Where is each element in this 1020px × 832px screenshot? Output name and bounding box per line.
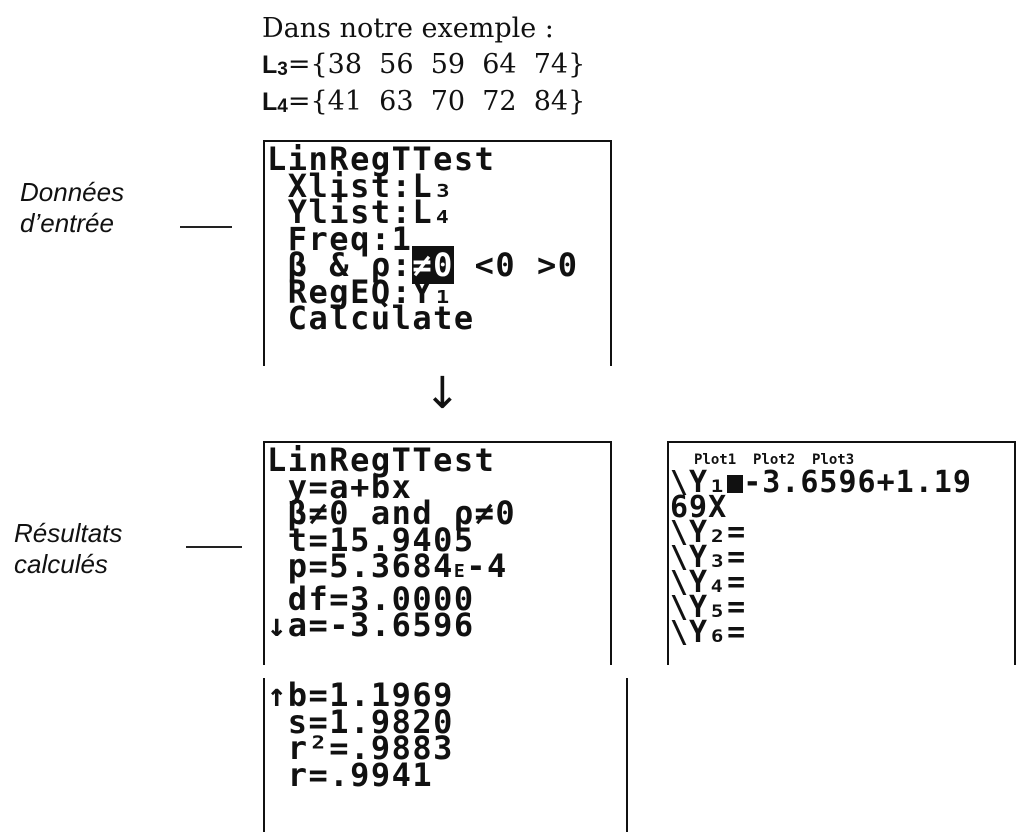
result-p: p=5.3684 xyxy=(267,547,454,585)
result-r: r=.9941 xyxy=(267,755,434,794)
results-label: Résultats calculés xyxy=(14,518,122,580)
result-a: ↓a=-3.6596 xyxy=(267,606,475,644)
results-label-line2: calculés xyxy=(14,549,108,579)
list-l4-subscript: 4 xyxy=(277,96,288,117)
result-title: LinRegTTest xyxy=(267,441,496,479)
y-editor-text: \Y₁-3.6596+1.19 69X \Y₂= \Y₃= \Y₄= \Y₅= … xyxy=(670,468,972,648)
result-r2: r²=.9883 xyxy=(267,729,454,767)
result-screen: LinRegTTest y=a+bx β≠0 and ρ≠0 t=15.9405… xyxy=(263,441,612,665)
y1-expression[interactable]: -3.6596+1.19 xyxy=(743,465,972,500)
alternative-label: β & ρ: xyxy=(267,246,413,284)
result-s: s=1.9820 xyxy=(267,702,454,741)
list-l4-values: ={41 63 70 72 84} xyxy=(287,86,586,117)
result-p-e: E xyxy=(453,561,467,582)
result-t: t=15.9405 xyxy=(267,520,475,559)
plot-selectors[interactable]: Plot1 Plot2 Plot3 xyxy=(694,452,855,468)
y1-expression-cont[interactable]: 69X xyxy=(670,490,728,525)
input-screen: LinRegTTest Xlist:L₃ Ylist:L₄ Freq:1 β &… xyxy=(263,140,612,366)
y-editor-screen xyxy=(667,441,1016,665)
result-screen2-text: ↑b=1.1969 s=1.9820 r²=.9883 r=.9941 xyxy=(267,679,454,791)
input-label-line2: d’entrée xyxy=(20,208,114,238)
alternative-selected-option[interactable]: ≠0 xyxy=(412,246,454,284)
input-connector-line xyxy=(180,226,232,228)
xlist-setting[interactable]: Xlist:L₃ xyxy=(267,166,454,205)
input-screen-text: LinRegTTest Xlist:L₃ Ylist:L₄ Freq:1 β &… xyxy=(267,143,579,334)
input-title: LinRegTTest xyxy=(267,140,496,178)
result-df: df=3.0000 xyxy=(267,579,475,618)
list-l3-subscript: 3 xyxy=(277,59,288,80)
y2-entry[interactable]: \Y₂= xyxy=(670,515,747,550)
list-l3-name: L xyxy=(262,51,278,79)
results-label-line1: Résultats xyxy=(14,518,123,548)
result-screen-text: LinRegTTest y=a+bx β≠0 and ρ≠0 t=15.9405… xyxy=(267,444,517,641)
regeq-setting[interactable]: RegEQ:Y₁ xyxy=(267,272,454,311)
y4-entry[interactable]: \Y₄= xyxy=(670,565,747,600)
result-model: y=a+bx xyxy=(267,467,413,506)
list-l4-name: L xyxy=(262,88,278,116)
calculate-option[interactable]: Calculate xyxy=(267,299,475,337)
input-label-line1: Données xyxy=(20,177,125,207)
list-l3-values: ={38 56 59 64 74} xyxy=(287,49,586,80)
result-p-exp: -4 xyxy=(466,547,508,585)
list-l3-line: L3={38 56 59 64 74} xyxy=(262,51,585,79)
y6-entry[interactable]: \Y₆= xyxy=(670,615,747,650)
down-arrow-icon: ↓ xyxy=(424,368,461,419)
y1-label: \Y₁ xyxy=(670,465,728,500)
freq-setting[interactable]: Freq:1 xyxy=(267,219,413,258)
input-label: Données d’entrée xyxy=(20,177,124,239)
ylist-setting[interactable]: Ylist:L₄ xyxy=(267,193,454,231)
result-screen-continued: ↑b=1.1969 s=1.9820 r²=.9883 r=.9941 xyxy=(263,678,628,832)
list-l4-line: L4={41 63 70 72 84} xyxy=(262,88,585,116)
results-connector-line xyxy=(186,546,242,548)
result-hypothesis: β≠0 and ρ≠0 xyxy=(267,494,517,532)
y5-entry[interactable]: \Y₅= xyxy=(670,590,747,625)
y3-entry[interactable]: \Y₃= xyxy=(670,540,747,575)
y1-selected-marker[interactable] xyxy=(727,475,744,493)
alternative-other-options[interactable]: <0 >0 xyxy=(453,246,579,284)
result-b: ↑b=1.1969 xyxy=(267,676,454,714)
intro-heading: Dans notre exemple : xyxy=(262,13,554,44)
